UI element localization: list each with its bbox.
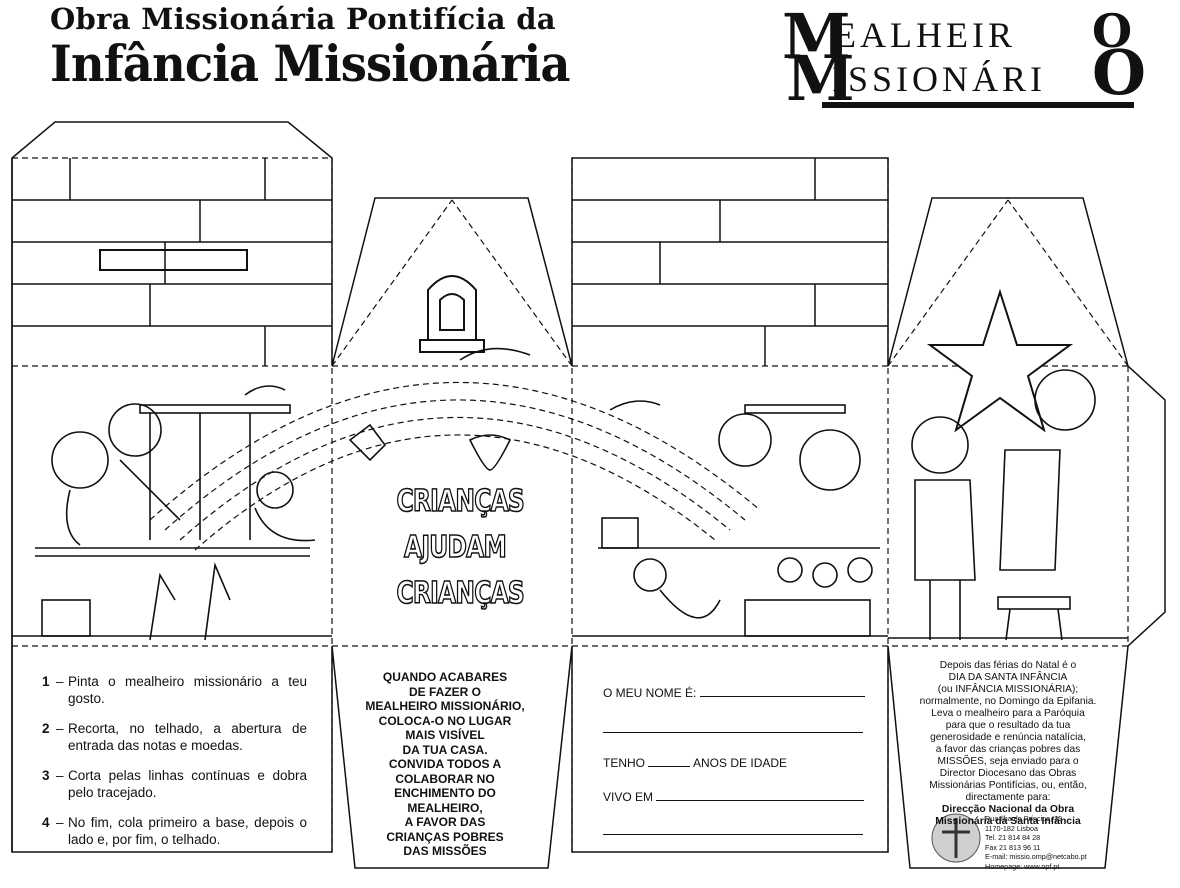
cat bbox=[256, 471, 294, 509]
obras-missionarias-logo bbox=[931, 813, 981, 863]
info-line: Depois das férias do Natal é o bbox=[939, 660, 1077, 671]
name-field[interactable] bbox=[699, 684, 865, 697]
assembly-steps: 1–Pinta o mealheiro missionário a teu go… bbox=[42, 673, 307, 861]
instruction-line: COLOCA-O NO LUGAR bbox=[378, 713, 512, 728]
live-label: VIVO EM bbox=[603, 790, 654, 804]
contact-tel: Tel. 21 814 84 28 bbox=[985, 833, 1041, 843]
logo-initial-m-top: M bbox=[782, 0, 851, 73]
placement-instructions: QUANDO ACABARES DE FAZER O MEALHEIRO MIS… bbox=[355, 670, 535, 859]
child-head-1 bbox=[51, 431, 109, 489]
contact-homepage: Homepage: www.opf.pt bbox=[985, 861, 1060, 871]
child-head-6 bbox=[1034, 369, 1096, 431]
bell-illustration bbox=[419, 275, 485, 353]
logo-word-missionario: ISSIONÁRI bbox=[832, 59, 1047, 99]
slogan-line-2: AJUDAM bbox=[403, 529, 507, 566]
step-1: 1–Pinta o mealheiro missionário a teu go… bbox=[42, 674, 307, 706]
step-2: 2–Recorta, no telhado, a abertura de ent… bbox=[42, 721, 307, 753]
address-field-extra[interactable] bbox=[603, 822, 863, 835]
cut-outline bbox=[11, 121, 1166, 869]
star-illustration bbox=[926, 288, 1074, 433]
instruction-line: QUANDO ACABARES bbox=[382, 670, 508, 684]
header-title: Obra Missionária Pontifícia da Infância … bbox=[50, 2, 610, 93]
step-3: 3–Corta pelas linhas contínuas e dobra p… bbox=[42, 768, 307, 800]
contact-fax: Fax 21 813 96 11 bbox=[985, 842, 1041, 852]
age-field[interactable] bbox=[648, 754, 691, 767]
info-line: directamente para: bbox=[965, 792, 1051, 803]
mission-day-info: Depois das férias do Natal é o DIA DA SA… bbox=[908, 660, 1108, 828]
address-field[interactable] bbox=[656, 788, 865, 801]
instruction-line: MEALHEIRO, bbox=[407, 800, 483, 815]
name-label: O MEU NOME É: bbox=[603, 686, 697, 700]
instruction-line: MEALHEIRO MISSIONÁRIO, bbox=[365, 699, 525, 713]
instruction-line: MAIS VISÍVEL bbox=[405, 728, 485, 742]
logo-word-mealheiro: EALHEIR bbox=[834, 15, 1016, 55]
slogan-line-3: CRIANÇAS bbox=[396, 575, 526, 612]
name-field-extra[interactable] bbox=[603, 720, 863, 733]
instruction-line: A FAVOR DAS bbox=[404, 815, 486, 829]
info-line: normalmente, no Domingo da Epifania. bbox=[919, 696, 1097, 707]
org-name-line-1: Direcção Nacional da Obra bbox=[941, 804, 1075, 815]
instruction-line: DE FAZER O bbox=[408, 684, 481, 699]
logo-underline bbox=[822, 102, 1134, 108]
age-label-prefix: TENHO bbox=[603, 756, 645, 770]
contact-details: Rua Ilha do Príncipe, 19 1170-182 Lisboa… bbox=[985, 814, 1087, 872]
coin-slot bbox=[99, 249, 248, 271]
info-line: MISSÕES, seja enviado para o bbox=[937, 756, 1079, 767]
instruction-line: CONVIDA TODOS A bbox=[388, 757, 502, 771]
logo-end-o-top: O bbox=[1092, 4, 1133, 58]
info-line: Director Diocesano das Obras bbox=[939, 768, 1077, 779]
child-head-4 bbox=[799, 429, 861, 491]
brick-wall-left bbox=[12, 158, 332, 366]
contact-address: Rua Ilha do Príncipe, 19 bbox=[985, 814, 1063, 823]
info-line: Leva o mealheiro para a Paróquia bbox=[931, 708, 1085, 719]
info-line: DIA DA SANTA INFÂNCIA bbox=[948, 672, 1068, 683]
child-head-5 bbox=[911, 416, 969, 474]
mealheiro-logo: M M EALHEIR O ISSIONÁRI O bbox=[782, 0, 1146, 115]
instruction-line: CRIANÇAS POBRES bbox=[386, 829, 504, 844]
contact-email: E-mail: missio.omp@netcabo.pt bbox=[985, 852, 1087, 862]
instruction-line: COLABORAR NO bbox=[395, 771, 495, 786]
info-line: generosidade e renúncia natalícia, bbox=[930, 732, 1086, 743]
info-line: (ou INFÂNCIA MISSIONÁRIA); bbox=[937, 684, 1079, 695]
stool bbox=[997, 596, 1071, 610]
info-line: a favor das crianças pobres das bbox=[935, 744, 1081, 755]
org-name-line-2: Missionária da Santa Infância bbox=[935, 816, 1081, 827]
contact-postal: 1170-182 Lisboa bbox=[985, 823, 1039, 833]
dog bbox=[633, 558, 667, 592]
logo-end-o-bottom: O bbox=[1092, 36, 1147, 109]
organization-name: Obra Missionária Pontifícia da bbox=[50, 2, 556, 36]
child-head-2 bbox=[108, 403, 162, 457]
child-head-3 bbox=[718, 413, 772, 467]
slogan-line-1: CRIANÇAS bbox=[396, 483, 526, 520]
info-line: Missionárias Pontifícias, ou, então, bbox=[929, 780, 1087, 791]
instruction-line: DA TUA CASA. bbox=[402, 742, 488, 757]
program-name: Infância Missionária bbox=[50, 34, 571, 93]
flower-pot-left bbox=[41, 599, 91, 637]
flower-pot-right bbox=[601, 517, 639, 549]
step-4: 4–No fim, cola primeiro a base, depois o… bbox=[42, 815, 307, 847]
instruction-line: ENCHIMENTO DO bbox=[394, 786, 496, 800]
age-label-suffix: ANOS DE IDADE bbox=[693, 756, 788, 770]
brick-wall-right bbox=[572, 158, 888, 366]
instruction-line: DAS MISSÕES bbox=[403, 844, 487, 858]
info-line: para que o resultado da tua bbox=[945, 720, 1071, 731]
